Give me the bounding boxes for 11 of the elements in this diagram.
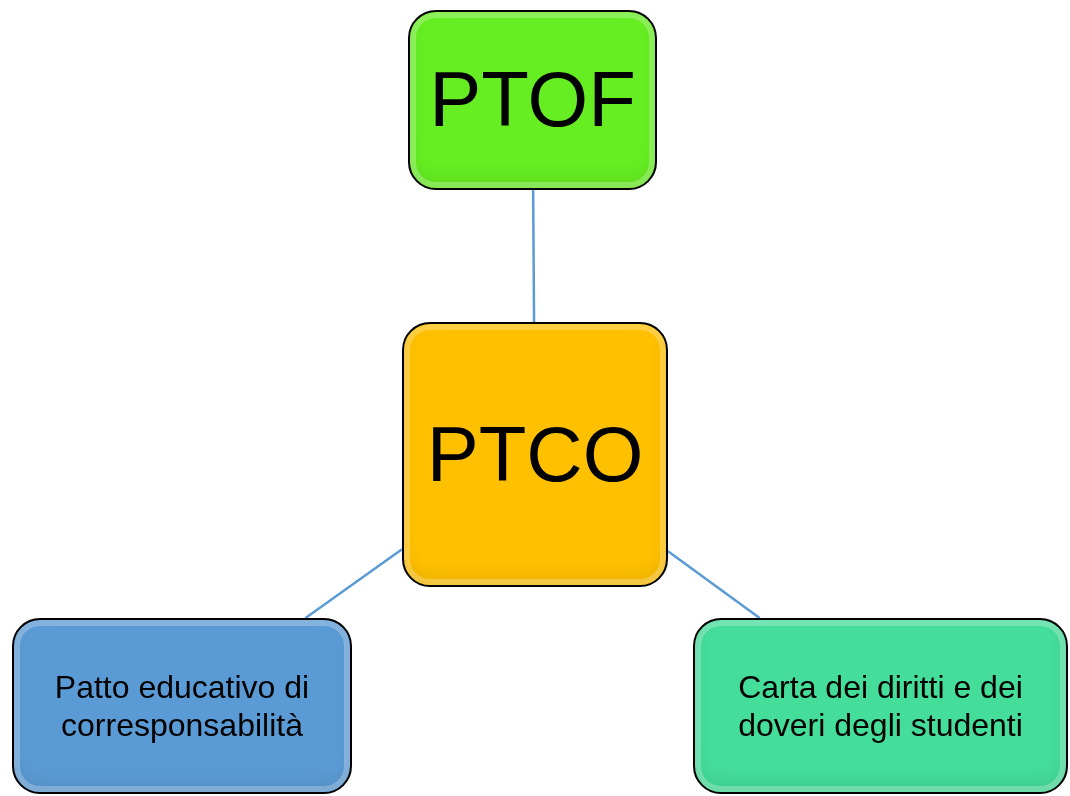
node-label: Carta dei diritti e dei doveri degli studenti [737,667,1024,745]
node-label: Patto educativo di corresponsabilità [53,667,311,745]
connector-line [531,190,536,322]
node-label: PTCO [426,408,644,500]
connector-line [667,550,761,619]
rounded-box [693,618,1068,794]
connector-line [304,548,403,619]
node-label: PTOF [429,54,636,146]
rounded-box [402,322,668,587]
rounded-box [408,10,657,190]
rounded-box [12,618,352,794]
